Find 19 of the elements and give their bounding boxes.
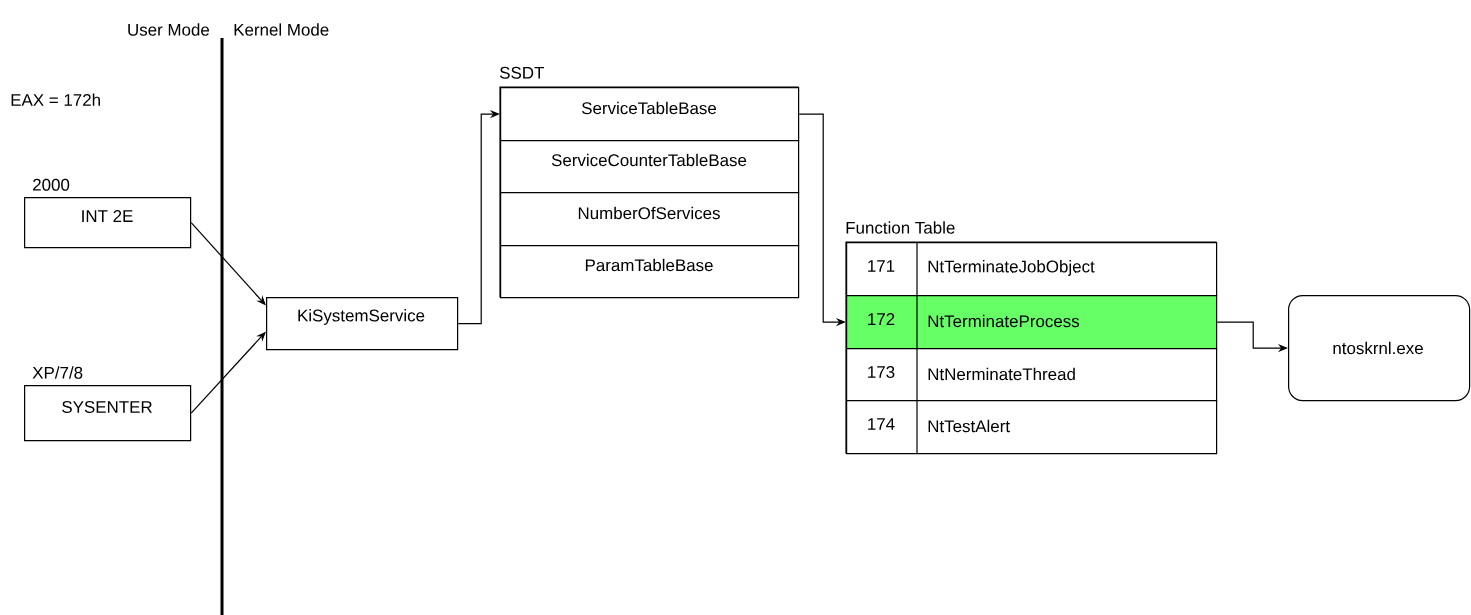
table-heading: Function Table xyxy=(846,221,955,234)
table-row: ServiceTableBase xyxy=(500,87,800,142)
process-box: INT 2E xyxy=(24,197,192,249)
table-row: NumberOfServices xyxy=(500,192,800,247)
text-label: User Mode xyxy=(128,23,210,36)
table-row: 171 NtTerminateJobObject xyxy=(846,241,1218,297)
process-box: KiSystemService xyxy=(266,297,459,351)
text-label: EAX = 172h xyxy=(11,93,100,106)
table-row: ServiceCounterTableBase xyxy=(500,140,800,194)
box-caption: XP/7/8 xyxy=(32,366,83,379)
table-row: 174 NtTestAlert xyxy=(846,399,1218,455)
terminal-box: ntoskrnl.exe xyxy=(1288,295,1471,402)
table-row: 173 NtNerminateThread xyxy=(846,347,1218,402)
table-row: ParamTableBase xyxy=(500,245,800,299)
table-row: 172 NtTerminateProcess xyxy=(846,294,1218,350)
box-caption: 2000 xyxy=(33,178,70,191)
text-label: Kernel Mode xyxy=(234,23,329,36)
process-box: SYSENTER xyxy=(24,385,192,442)
table-heading: SSDT xyxy=(500,66,544,79)
